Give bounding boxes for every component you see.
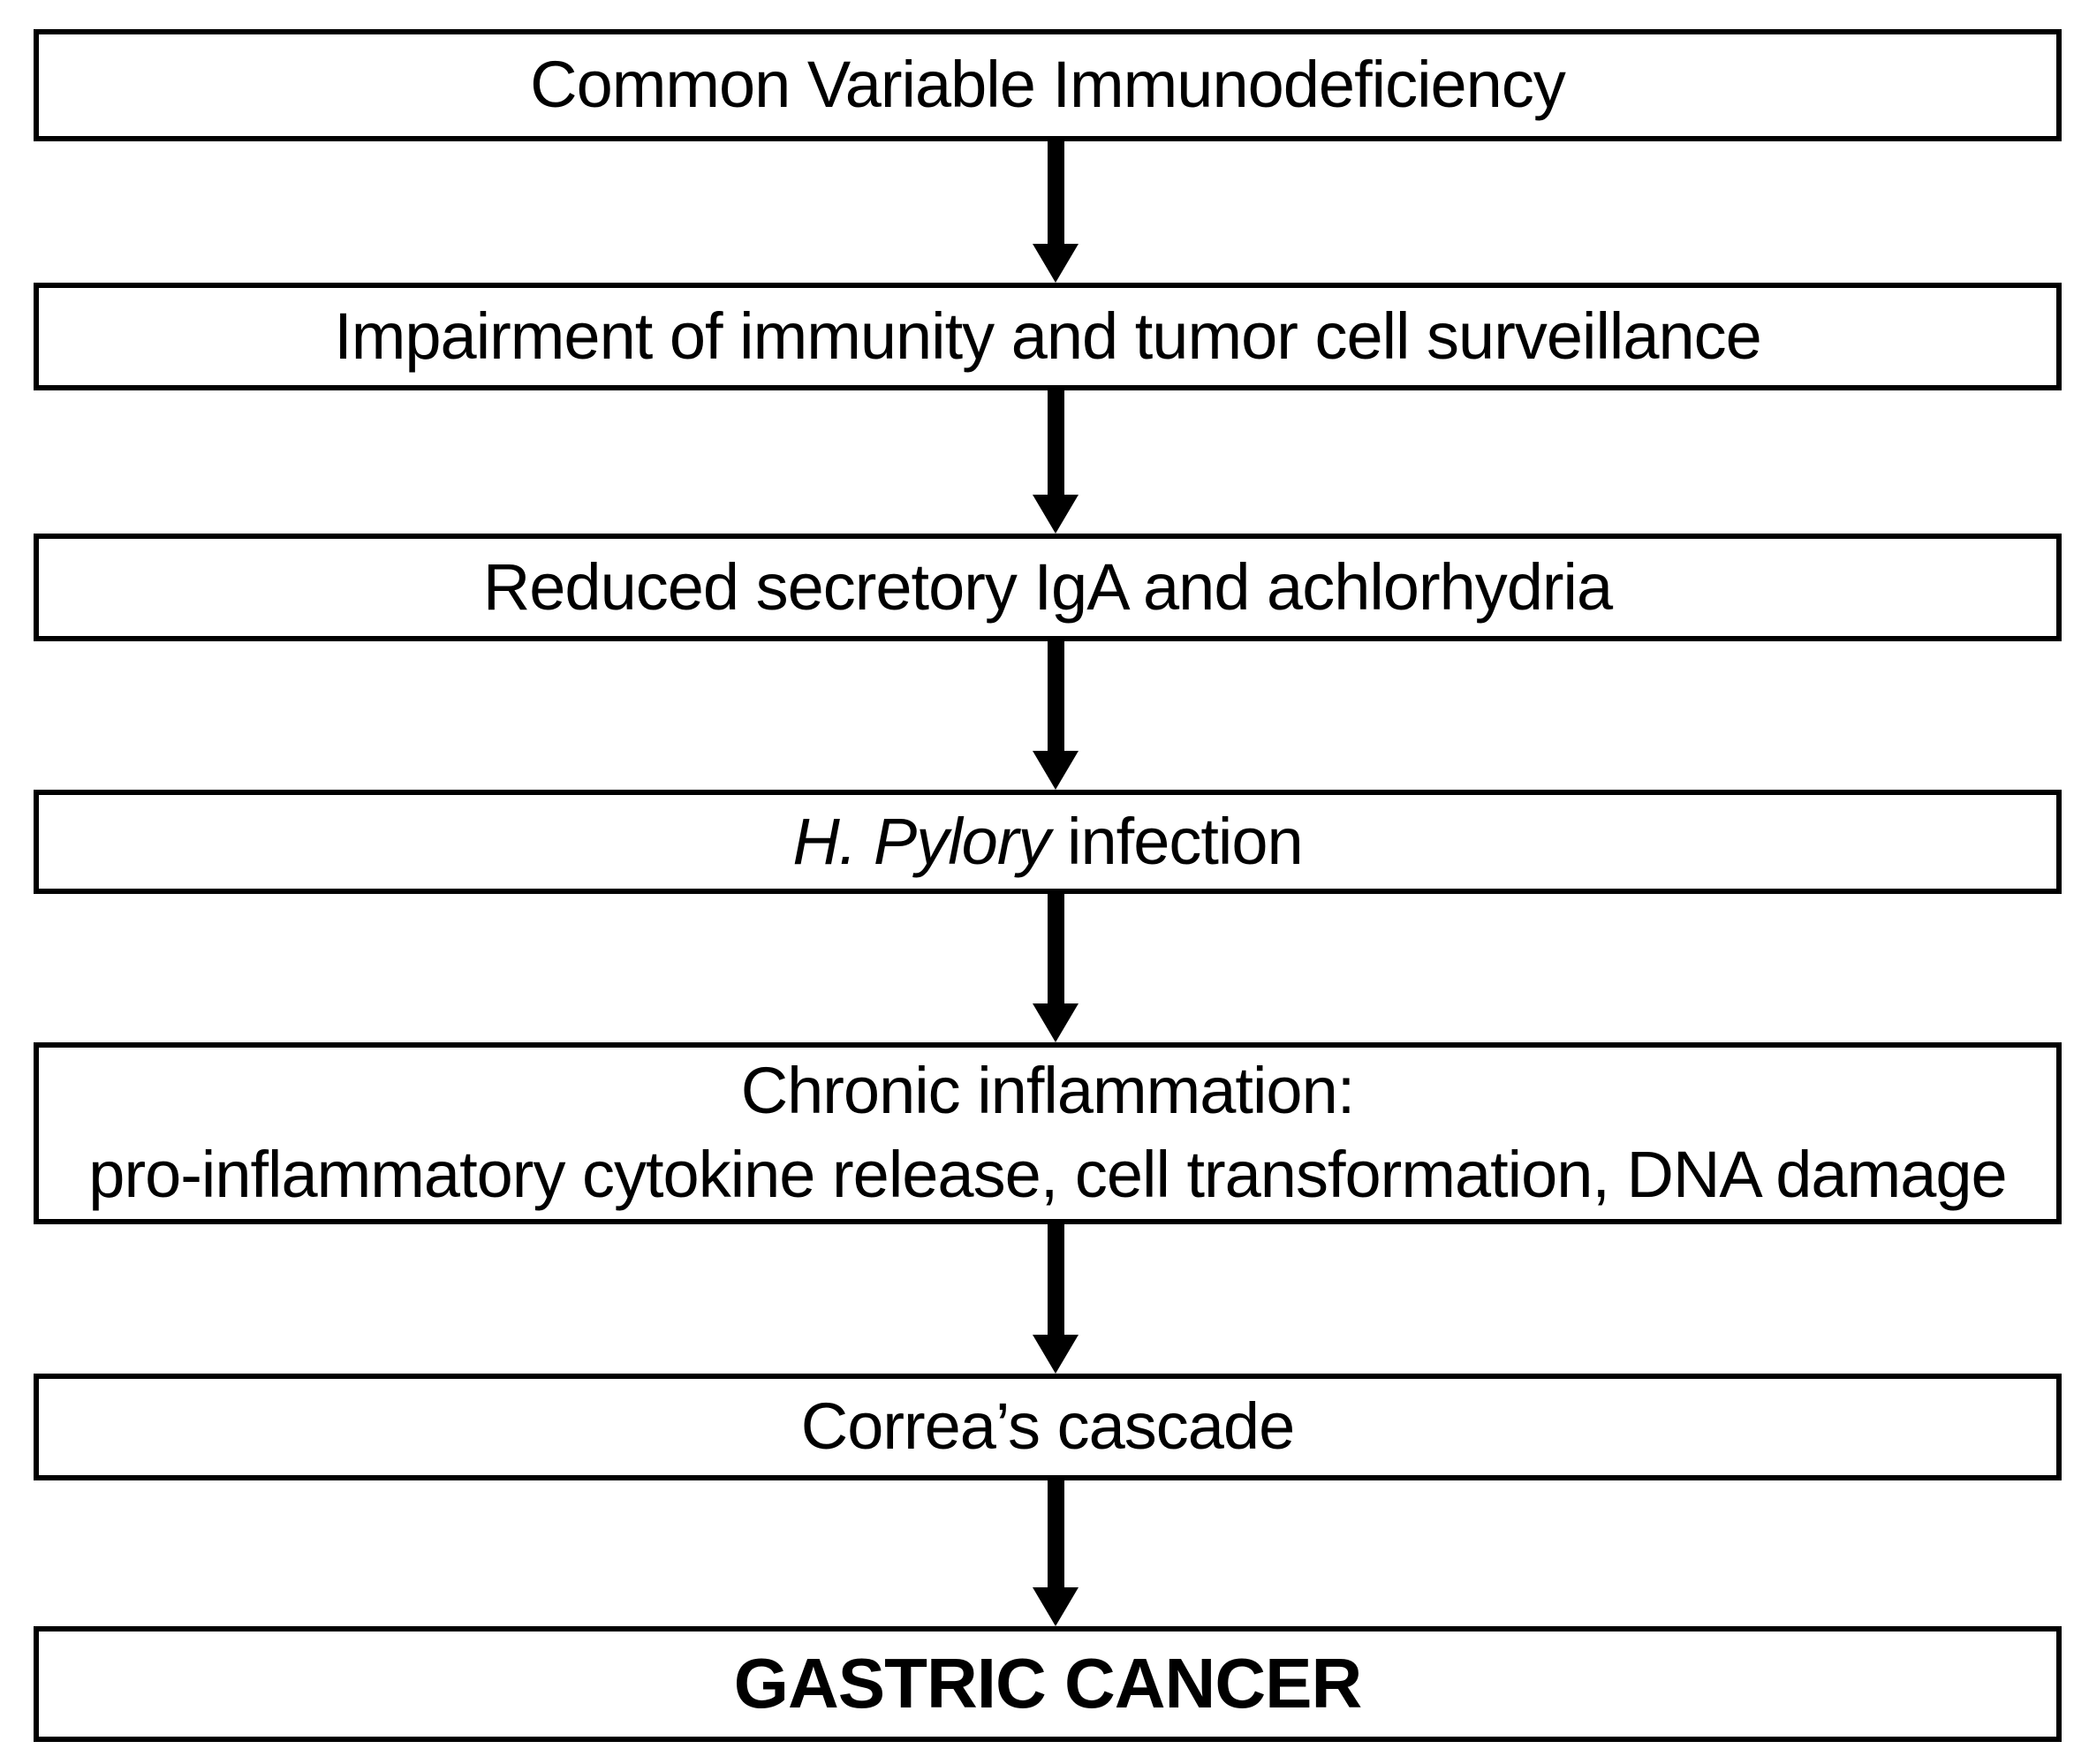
arrow-shaft bbox=[1047, 894, 1064, 1003]
arrow-down-icon bbox=[1028, 1480, 1083, 1626]
flow-box-cvid-label: Common Variable Immunodeficiency bbox=[530, 48, 1566, 122]
flow-box-gastric-cancer-label: GASTRIC CANCER bbox=[733, 1644, 1362, 1723]
flow-box-impairment: Impairment of immunity and tumor cell su… bbox=[34, 283, 2062, 390]
arrow-down-icon bbox=[1028, 894, 1083, 1042]
flow-box-iga: Reduced secretory IgA and achlorhydria bbox=[34, 534, 2062, 641]
arrow-head bbox=[1033, 495, 1079, 534]
arrow-head bbox=[1033, 1003, 1079, 1042]
arrow-head bbox=[1033, 1335, 1079, 1374]
arrow-head bbox=[1033, 751, 1079, 790]
arrow-down-icon bbox=[1028, 141, 1083, 283]
arrow-shaft bbox=[1047, 1224, 1064, 1335]
flow-box-correa-label: Correa’s cascade bbox=[800, 1389, 1295, 1464]
hpylori-regular-text: infection bbox=[1049, 804, 1304, 878]
flow-box-cvid: Common Variable Immunodeficiency bbox=[34, 29, 2062, 141]
flow-box-hpylori-label: H. Pylory infection bbox=[792, 800, 1304, 884]
arrow-shaft bbox=[1047, 641, 1064, 751]
flow-box-iga-label: Reduced secretory IgA and achlorhydria bbox=[482, 549, 1613, 624]
arrow-down-icon bbox=[1028, 641, 1083, 790]
arrow-shaft bbox=[1047, 390, 1064, 495]
chronic-inflammation-line2: pro-inflammatory cytokine release, cell … bbox=[88, 1138, 2007, 1211]
arrow-shaft bbox=[1047, 1480, 1064, 1587]
flow-box-correa: Correa’s cascade bbox=[34, 1374, 2062, 1480]
arrow-down-icon bbox=[1028, 390, 1083, 534]
flow-box-impairment-label: Impairment of immunity and tumor cell su… bbox=[334, 299, 1762, 373]
flow-box-chronic-inflammation: Chronic inflammation: pro-inflammatory c… bbox=[34, 1042, 2062, 1224]
hpylori-italic-text: H. Pylory bbox=[792, 804, 1050, 878]
flow-box-gastric-cancer: GASTRIC CANCER bbox=[34, 1626, 2062, 1742]
arrow-head bbox=[1033, 1587, 1079, 1626]
chronic-inflammation-line1: Chronic inflammation: bbox=[740, 1054, 1356, 1128]
arrow-shaft bbox=[1047, 141, 1064, 244]
arrow-down-icon bbox=[1028, 1224, 1083, 1374]
arrow-head bbox=[1033, 244, 1079, 283]
flow-box-hpylori: H. Pylory infection bbox=[34, 790, 2062, 894]
